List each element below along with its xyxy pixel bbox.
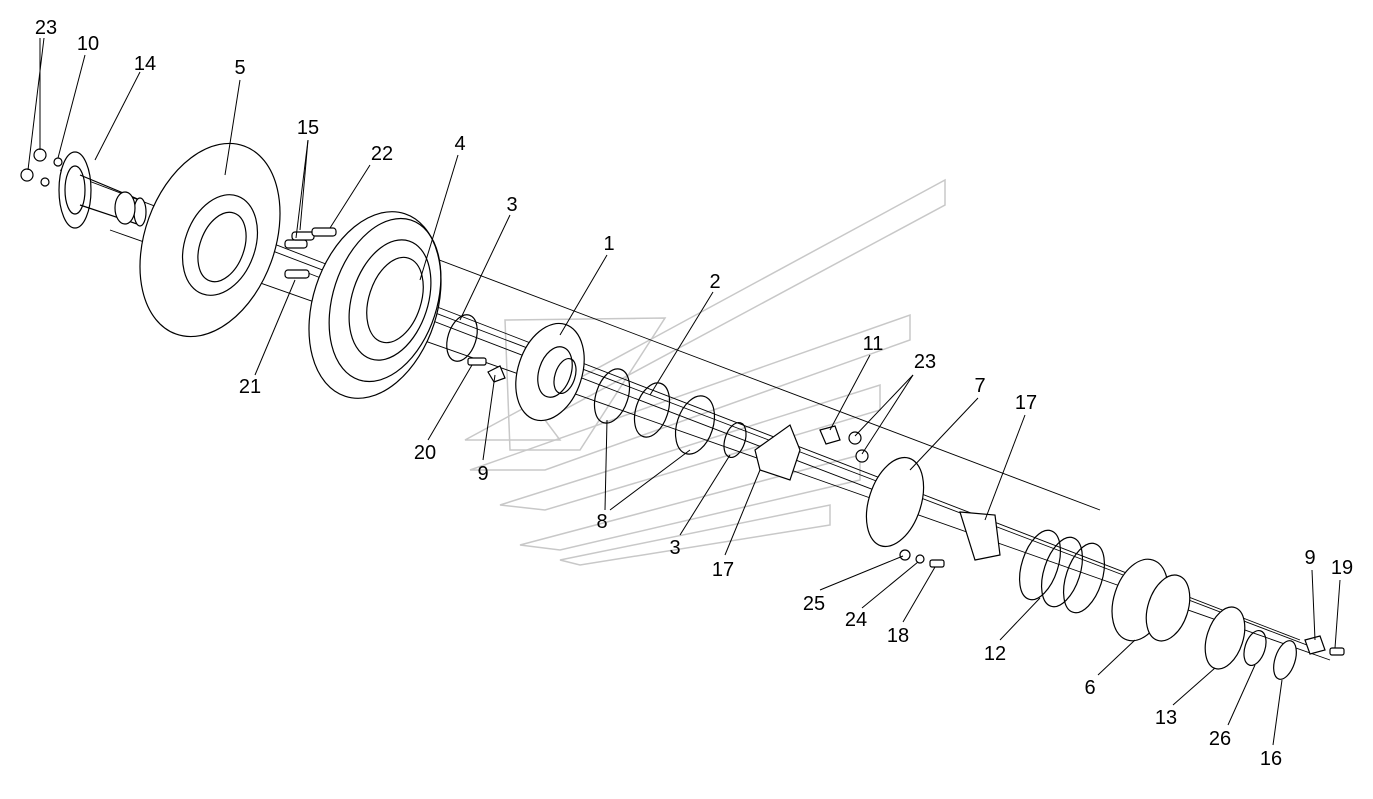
- callout-14: 14: [133, 53, 157, 75]
- callout-10: 10: [76, 33, 100, 55]
- callout-21: 21: [238, 376, 262, 398]
- cup-part: [959, 511, 1001, 561]
- callout-3: 3: [506, 194, 518, 216]
- callout-17-right: 17: [1014, 392, 1038, 414]
- spring-part: [1018, 529, 1106, 614]
- callout-4: 4: [454, 133, 466, 155]
- callout-20: 20: [413, 442, 437, 464]
- snap-ring-part: [446, 314, 478, 362]
- end-bolt-clip: [1304, 635, 1345, 656]
- plate-part: [865, 456, 925, 548]
- bolts: [284, 227, 337, 279]
- callout-8: 8: [596, 511, 608, 533]
- cover-part: [754, 424, 801, 481]
- callout-9: 9: [477, 463, 489, 485]
- callout-25: 25: [802, 593, 826, 615]
- callout-3-lower: 3: [669, 537, 681, 559]
- nuts-washers: [20, 148, 63, 187]
- end-plates: [1204, 606, 1297, 680]
- callout-13: 13: [1154, 707, 1178, 729]
- hub-part: [515, 322, 585, 422]
- callout-11: 11: [862, 333, 884, 355]
- callout-7: 7: [974, 375, 986, 397]
- callout-16: 16: [1259, 748, 1283, 770]
- callout-22: 22: [370, 143, 394, 165]
- large-disc-part: [139, 142, 281, 338]
- callout-19: 19: [1330, 557, 1354, 579]
- clip-nuts: [819, 425, 869, 463]
- callout-17: 17: [711, 559, 735, 581]
- leader-lines: [27, 37, 1341, 746]
- bolt-clip: [467, 357, 506, 383]
- callout-1: 1: [603, 233, 615, 255]
- callout-6: 6: [1084, 677, 1096, 699]
- callout-15: 15: [296, 117, 320, 139]
- callout-23-right: 23: [913, 351, 937, 373]
- seal-rings: [593, 368, 747, 458]
- small-hardware: [899, 549, 945, 568]
- callout-9-right: 9: [1304, 547, 1316, 569]
- callout-5: 5: [234, 57, 246, 79]
- sleeve-part: [1111, 558, 1191, 642]
- callout-26: 26: [1208, 728, 1232, 750]
- callout-12: 12: [983, 643, 1007, 665]
- callout-18: 18: [886, 625, 910, 647]
- callout-24: 24: [844, 609, 868, 631]
- callout-23: 23: [34, 17, 58, 39]
- callout-2: 2: [709, 271, 721, 293]
- flange-shaft-part: [58, 151, 147, 229]
- brake-drum-part: [308, 211, 442, 399]
